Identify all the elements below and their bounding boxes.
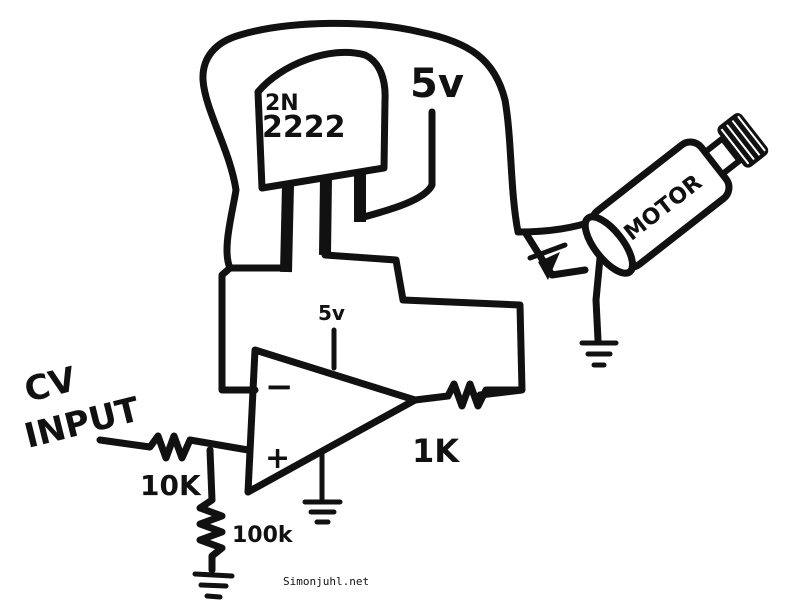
opamp-ground-symbol — [302, 499, 343, 525]
wire-5v-to-collector — [356, 108, 436, 222]
transistor-label-line1: 2N — [265, 91, 299, 116]
flyback-diode — [521, 228, 589, 280]
transistor-2n2222 — [254, 48, 389, 273]
resistor-1k — [411, 380, 524, 410]
cv-input-label-line1: CV — [21, 359, 81, 410]
transistor-label-line2: 2222 — [262, 110, 346, 145]
credit-text: Simonjuhl.net — [283, 575, 369, 588]
wire-base-feedback — [321, 251, 526, 399]
wire-emitter-to-motor — [199, 19, 600, 272]
supply-label-top: 5v — [410, 61, 464, 107]
resistor-100k-label: 100k — [232, 523, 294, 548]
opamp-minus-label: − — [265, 367, 294, 407]
wire-feedback-minus — [218, 264, 259, 394]
resistor-10k — [96, 432, 252, 462]
motor: MOTOR — [581, 113, 769, 277]
motor-ground-wire — [592, 254, 604, 344]
opamp-triangle — [244, 346, 419, 496]
motor-ground-symbol — [579, 340, 619, 368]
divider-ground-symbol — [192, 571, 235, 600]
motor-shaft-gear-icon — [717, 113, 769, 168]
resistor-1k-label: 1K — [412, 432, 460, 470]
resistor-100k — [196, 446, 226, 574]
supply-label-opamp: 5v — [318, 301, 345, 325]
resistor-10k-label: 10K — [140, 469, 202, 502]
opamp-plus-label: + — [265, 441, 290, 476]
